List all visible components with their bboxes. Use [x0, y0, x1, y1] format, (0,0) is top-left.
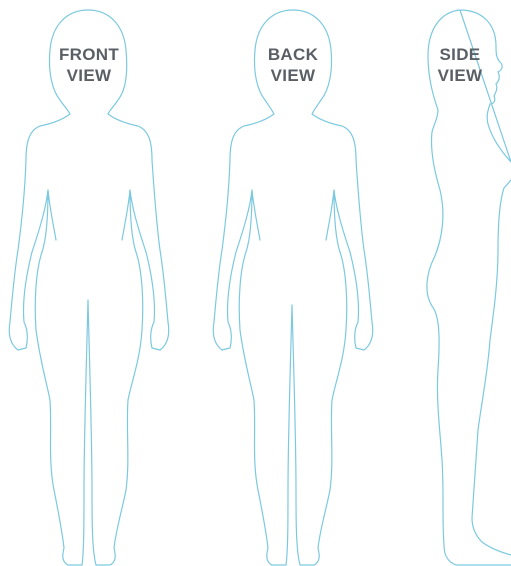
front-view-label-line1: FRONT [59, 45, 119, 64]
back-view-silhouette [213, 10, 372, 565]
front-view-silhouette [9, 10, 168, 565]
side-view-label-line1: SIDE [440, 45, 481, 64]
back-view-figure: BACK VIEW [213, 10, 372, 565]
back-view-inner-right-arm [326, 190, 334, 240]
front-view-figure: FRONT VIEW [9, 10, 168, 565]
front-view-inner-right-arm [122, 190, 130, 240]
front-view-label-line2: VIEW [67, 66, 112, 85]
side-view-figure: SIDE VIEW [427, 10, 511, 565]
back-view-label-line1: BACK [268, 45, 319, 64]
side-view-label-line2: VIEW [438, 66, 483, 85]
side-view-silhouette [427, 10, 511, 565]
back-view-label-line2: VIEW [271, 66, 316, 85]
front-view-inner-left-arm [48, 190, 56, 240]
back-view-inner-left-arm [252, 190, 260, 240]
